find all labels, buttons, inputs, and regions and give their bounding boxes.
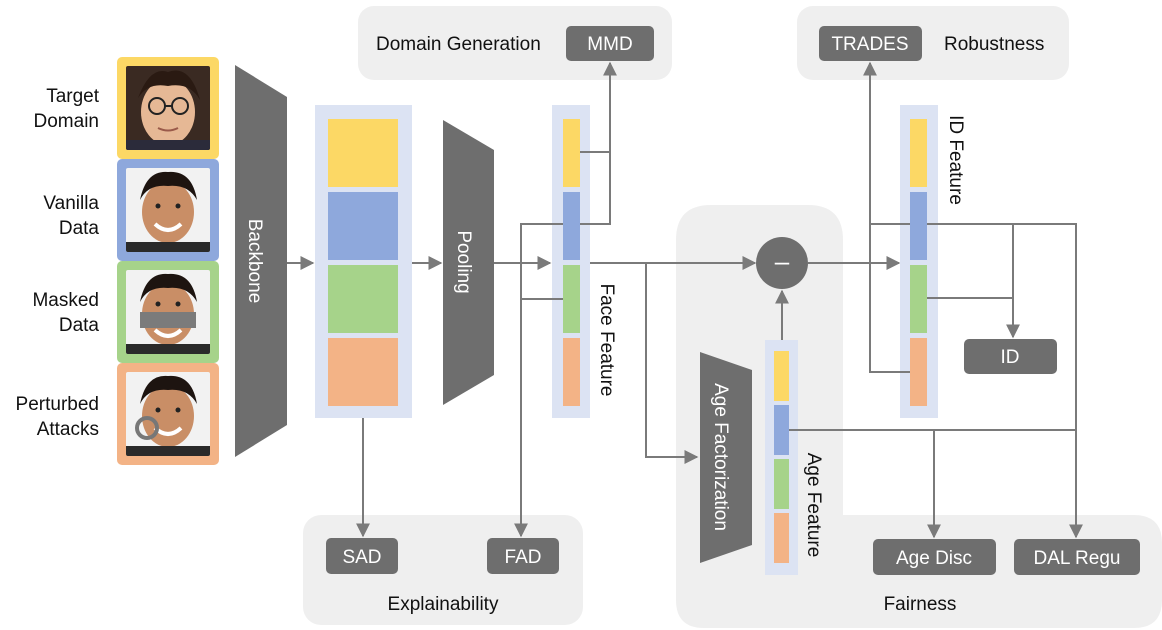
connector xyxy=(514,223,563,538)
id-feature-yellow xyxy=(910,119,927,187)
face-feature-green xyxy=(563,265,580,333)
feature-map-blue xyxy=(328,192,398,260)
connector xyxy=(580,61,617,225)
feature-map-stack xyxy=(315,105,412,418)
minus-icon: – xyxy=(775,246,790,276)
face-icon xyxy=(126,168,210,252)
input-masked-data xyxy=(117,261,219,363)
harry-face-icon xyxy=(126,66,210,150)
id-feature-orange xyxy=(910,338,927,406)
input-label: Target xyxy=(46,86,100,107)
input-label: Vanilla xyxy=(43,193,99,214)
domain-generation-panel xyxy=(358,6,672,80)
age-feature-orange xyxy=(774,513,789,563)
input-label: Data xyxy=(59,218,100,239)
feature-map-orange xyxy=(328,338,398,406)
id-feature-stack xyxy=(900,105,938,418)
pooling-block xyxy=(443,120,494,405)
fad-label: FAD xyxy=(505,547,542,568)
face-feature-yellow xyxy=(563,119,580,187)
id-button[interactable]: ID xyxy=(964,339,1057,374)
sad-label: SAD xyxy=(342,547,381,568)
trades-button[interactable]: TRADES xyxy=(819,26,922,61)
id-feature-label: ID Feature xyxy=(945,115,966,205)
face-feature-stack xyxy=(552,105,590,418)
input-label: Data xyxy=(59,315,100,336)
sad-button[interactable]: SAD xyxy=(326,538,398,574)
dal-regu-label: DAL Regu xyxy=(1034,548,1121,569)
backbone-block xyxy=(235,65,287,457)
input-vanilla-data xyxy=(117,159,219,261)
dal-regu-button[interactable]: DAL Regu xyxy=(1014,539,1140,575)
age-factorization-block xyxy=(700,352,752,563)
age-feature-stack xyxy=(765,340,798,575)
robustness-title: Robustness xyxy=(944,34,1044,55)
id-feature-blue xyxy=(910,192,927,260)
mmd-button[interactable]: MMD xyxy=(566,26,654,61)
pooling-label: Pooling xyxy=(453,230,474,293)
feature-map-green xyxy=(328,265,398,333)
input-target-domain xyxy=(117,57,219,159)
age-disc-button[interactable]: Age Disc xyxy=(873,539,996,575)
connector xyxy=(927,223,1083,539)
explainability-title: Explainability xyxy=(388,594,499,615)
input-label: Masked xyxy=(32,290,99,311)
input-perturbed-attacks xyxy=(117,363,219,465)
age-feature-blue xyxy=(774,405,789,455)
face-feature-orange xyxy=(563,338,580,406)
age-factorization-label: Age Factorization xyxy=(710,383,731,531)
robustness-panel xyxy=(797,6,1069,80)
connector xyxy=(863,61,910,373)
age-feature-yellow xyxy=(774,351,789,401)
input-label: Domain xyxy=(34,111,99,132)
age-disc-label: Age Disc xyxy=(896,548,972,569)
face-feature-blue xyxy=(563,192,580,260)
input-label: Attacks xyxy=(37,419,99,440)
fad-button[interactable]: FAD xyxy=(487,538,559,574)
masked-face-icon xyxy=(126,270,210,354)
face-feature-label: Face Feature xyxy=(596,284,617,397)
age-feature-green xyxy=(774,459,789,509)
fairness-title: Fairness xyxy=(884,594,957,615)
connector xyxy=(645,263,699,464)
id-label: ID xyxy=(1001,347,1020,368)
trades-label: TRADES xyxy=(831,34,908,55)
backbone-label: Backbone xyxy=(244,219,265,304)
input-label: Perturbed xyxy=(16,394,99,415)
feature-map-yellow xyxy=(328,119,398,187)
perturbed-face-icon xyxy=(126,372,210,456)
id-feature-green xyxy=(910,265,927,333)
subtract-node: – xyxy=(756,237,808,289)
domain-generation-title: Domain Generation xyxy=(376,34,541,55)
age-feature-label: Age Feature xyxy=(803,453,824,558)
mmd-label: MMD xyxy=(587,34,632,55)
